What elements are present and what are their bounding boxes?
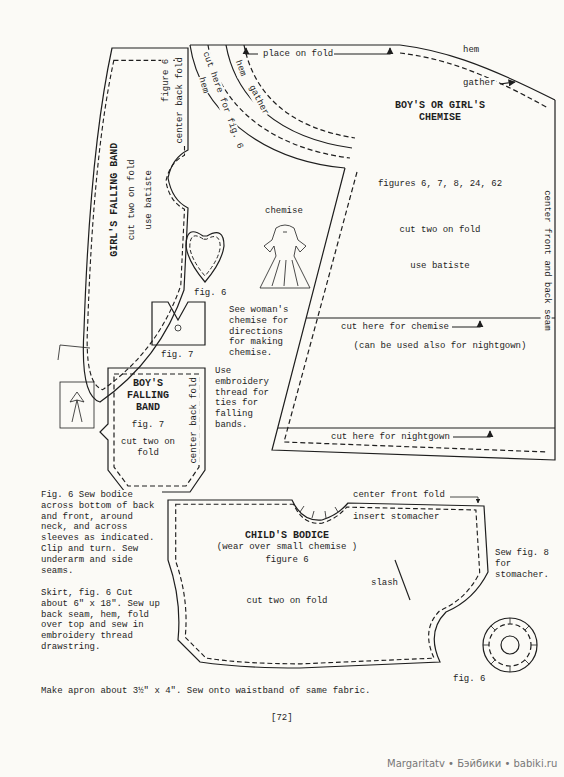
seam-line: [284, 172, 548, 452]
sleeve-cut-line: [226, 45, 352, 148]
tie-bow: [70, 392, 84, 422]
pattern-label: cut here for nightgown: [330, 432, 451, 443]
ruffle-piece: [483, 618, 537, 672]
heart-seam: [190, 236, 220, 276]
instruction-note: Sew fig. 8 for stomacher.: [494, 548, 558, 580]
chemise-cut-line: [306, 317, 555, 318]
fold-arrow: [450, 497, 478, 503]
ruffle-notches: [483, 618, 537, 672]
gather-arrow: [500, 82, 515, 84]
piece-note: (wear over small chemise ): [212, 542, 362, 553]
pattern-label: center front fold: [352, 490, 446, 501]
fold-edge: [190, 44, 400, 45]
tie-line: [58, 345, 90, 360]
chemise-outline: [272, 100, 555, 460]
pattern-label: gather: [462, 78, 496, 89]
pattern-label: [72]: [270, 713, 294, 724]
nightgown-cut-line: [278, 427, 555, 428]
piece-note: (can be used also for nightgown): [345, 341, 535, 352]
piece-note: cut two on fold: [212, 596, 362, 607]
piece-note: cut two on fold: [127, 110, 138, 290]
pattern-label: slash: [370, 578, 399, 589]
piece-title: BOY'S OR GIRL'S CHEMISE: [385, 100, 495, 124]
pattern-label: center back fold: [189, 376, 200, 464]
pattern-label: chemise: [264, 206, 304, 217]
pattern-piece: CHILD'S BODICE(wear over small chemise )…: [212, 530, 362, 606]
piece-title: BOY'S FALLING BAND: [114, 378, 182, 414]
pattern-label: fig. 6: [193, 288, 227, 299]
pattern-piece: BOY'S OR GIRL'S CHEMISE figures 6, 7, 8, …: [345, 100, 535, 352]
pattern-label: hem: [232, 57, 248, 78]
pattern-label: center front and back seam: [541, 189, 552, 331]
piece-title: GIRL'S FALLING BAND: [109, 110, 121, 290]
pattern-label: Make apron about 3½" x 4". Sew onto wais…: [40, 686, 371, 697]
instruction-note: Use embroidery thread for ties for falli…: [214, 366, 274, 431]
bodice-seam: [176, 504, 480, 664]
instruction-note: Skirt, fig. 6 Cut about 6" x 18". Sew up…: [40, 588, 166, 653]
pattern-label: cut here for chemise: [340, 322, 450, 333]
piece-note: cut two on fold: [114, 437, 182, 459]
bodice-outline: [168, 500, 488, 668]
piece-note: figure 6: [212, 555, 362, 566]
instruction-note: See woman's chemise for directions for m…: [228, 305, 294, 359]
pattern-label: place on fold: [262, 49, 334, 60]
sleeve-edge: [190, 45, 345, 168]
heart-piece: [186, 232, 224, 282]
pattern-piece: GIRL'S FALLING BAND cut two on fold use ba…: [109, 110, 155, 290]
piece-note: cut two on fold: [345, 225, 535, 236]
band-seam: [87, 60, 184, 389]
clip-marks: [300, 506, 338, 518]
ruffle-hole: [501, 636, 519, 654]
band-outline: [83, 48, 188, 402]
band-seam: [114, 374, 199, 486]
fold-arrow: [246, 48, 258, 54]
cut-arrow: [452, 321, 480, 327]
piece-note: fig. 7: [114, 420, 182, 431]
pattern-label: hem: [462, 45, 480, 56]
tie-box: [60, 382, 94, 428]
chemise-gathers: [272, 232, 298, 286]
piece-note: figures 6, 7, 8, 24, 62: [345, 179, 535, 190]
pattern-label: gather: [245, 82, 271, 117]
chemise-figure: [260, 225, 310, 288]
sleeve-gather-line: [244, 45, 355, 138]
piece-note: use batiste: [345, 261, 535, 272]
pattern-label: fig. 7: [160, 350, 194, 361]
fig7-piece: [152, 302, 205, 345]
cut-arrow: [453, 431, 490, 437]
watermark: Margaritatv • Бэйбики • babiki.ru: [386, 758, 558, 770]
instruction-note: Fig. 6 Sew bodice across bottom of back …: [40, 490, 162, 576]
piece-title: CHILD'S BODICE: [212, 530, 362, 542]
ruffle-seam: [489, 624, 531, 666]
band-outline: [100, 368, 205, 492]
pattern-piece: BOY'S FALLING BAND fig. 7 cut two on fold: [114, 378, 182, 458]
sleeve-hem-line: [208, 45, 350, 158]
fig7-hole: [175, 325, 181, 331]
neck-edge: [400, 45, 555, 100]
pattern-label: center back fold: [175, 56, 186, 144]
neck-hem-line: [400, 53, 548, 108]
piece-note: use batiste: [144, 110, 155, 290]
fold-arrow: [330, 48, 390, 54]
pattern-label: figure 6: [161, 57, 172, 102]
pattern-label: insert stomacher: [352, 512, 440, 523]
pattern-label: fig. 6: [452, 674, 486, 685]
